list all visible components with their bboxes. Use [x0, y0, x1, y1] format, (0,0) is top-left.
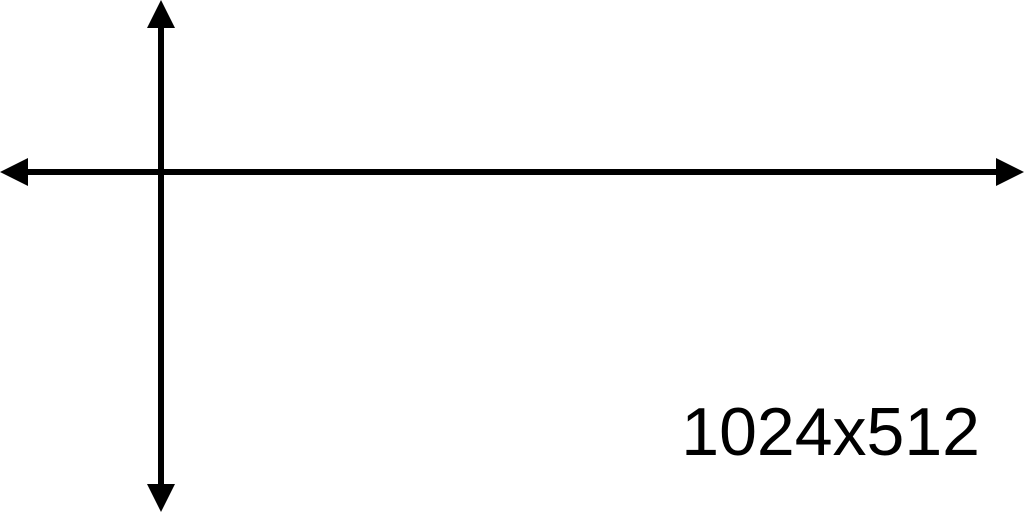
bottom-arrowhead	[147, 484, 175, 512]
left-arrowhead	[0, 158, 28, 186]
dimension-label: 1024x512	[681, 394, 980, 470]
right-arrowhead	[996, 158, 1024, 186]
top-arrowhead	[147, 0, 175, 28]
